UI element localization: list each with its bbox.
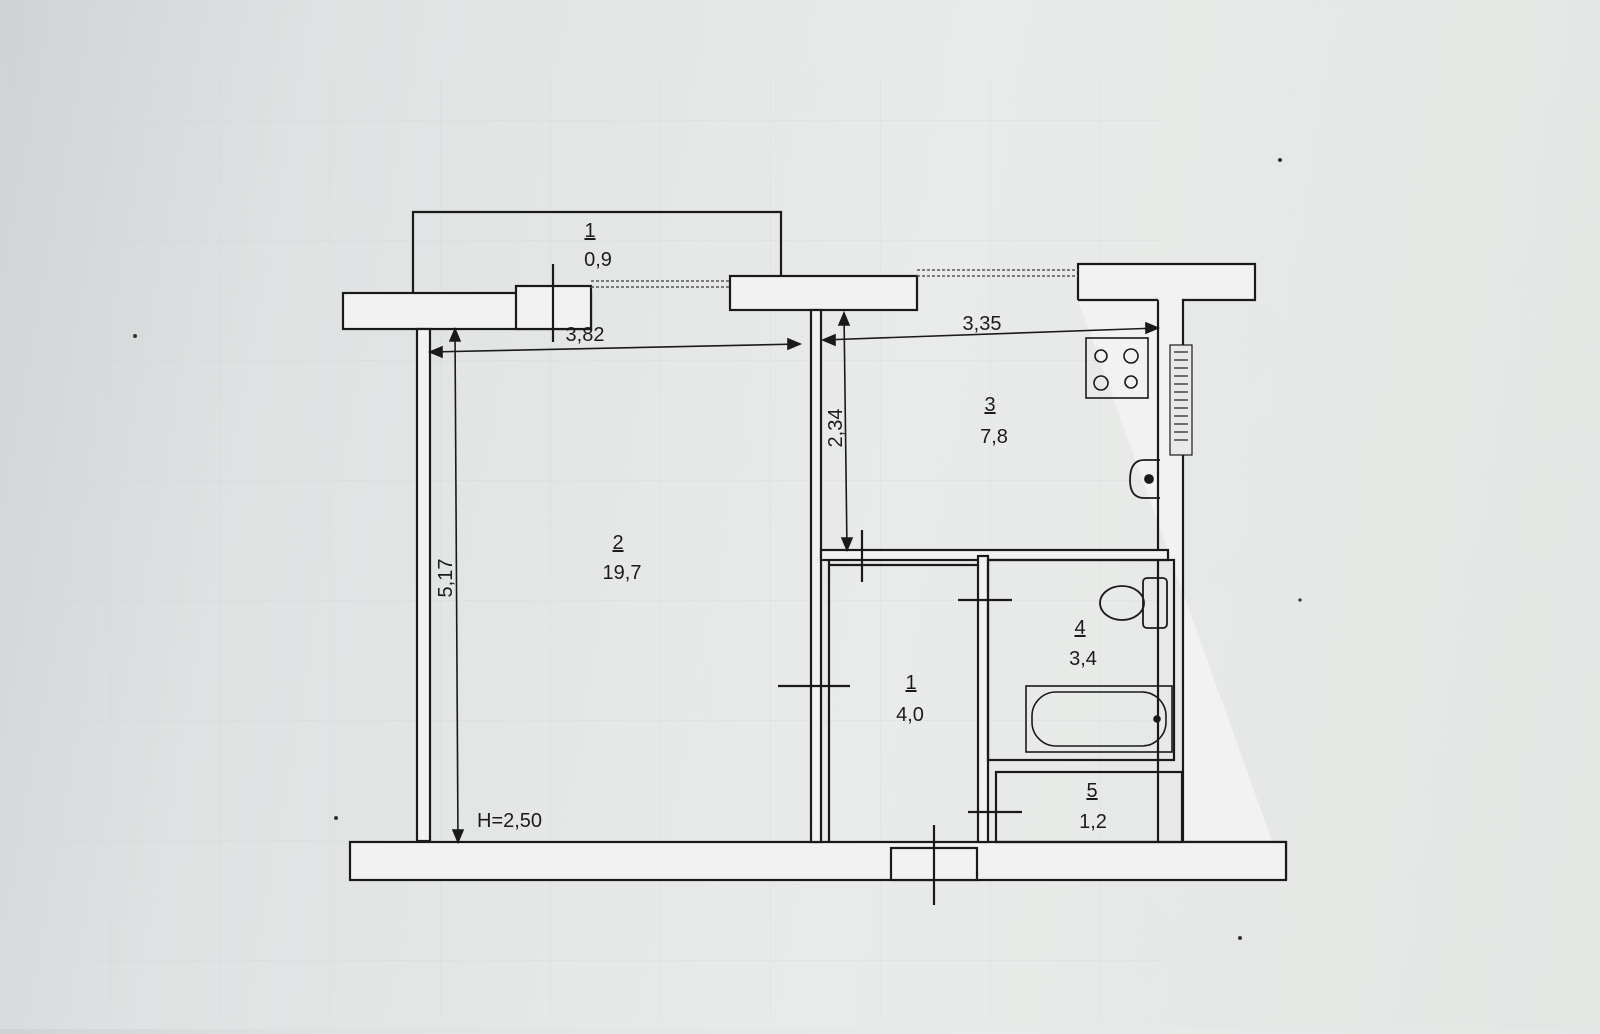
bottom-wall (348, 840, 1288, 882)
ceiling-height: H=2,50 (477, 810, 542, 832)
room-storage-number: 5 (1086, 780, 1097, 802)
kitchen-bottom-wall (819, 548, 1170, 562)
room-balcony-area: 0,9 (584, 249, 612, 271)
window-glazing (591, 269, 1078, 288)
left-wall (415, 327, 432, 843)
arrow-up-icon (448, 326, 462, 342)
room-bathroom-number: 4 (1074, 617, 1085, 639)
dim-line-living-length (454, 328, 459, 843)
room-balcony-number: 1 (584, 220, 595, 242)
stove-icon (1085, 337, 1149, 399)
room-kitchen-area: 7,8 (980, 426, 1008, 448)
dim-living-width: 3,82 (566, 324, 605, 346)
radiator-icon (1169, 344, 1193, 456)
dim-kitchen-length: 2,34 (825, 409, 847, 448)
arrow-right-icon (787, 337, 803, 351)
arrow-down-icon (840, 537, 854, 553)
dim-line-living-width (429, 343, 801, 353)
room-kitchen-number: 3 (984, 394, 995, 416)
top-wall-middle (728, 274, 919, 312)
room-living-area: 19,7 (603, 562, 642, 584)
dim-kitchen-width: 3,35 (963, 313, 1002, 335)
room-bathroom-area: 3,4 (1069, 648, 1097, 670)
room-storage-area: 1,2 (1079, 811, 1107, 833)
toilet-icon (1099, 577, 1168, 629)
dim-line-kitchen-width (822, 327, 1159, 341)
bathroom-outline (986, 558, 1176, 762)
arrow-left-icon (427, 345, 443, 359)
arrow-down-icon (451, 829, 465, 845)
room-hallway-number: 1 (905, 672, 916, 694)
arrow-left-icon (820, 333, 836, 347)
paper-marks (133, 158, 1302, 940)
dim-living-length: 5,17 (435, 559, 457, 598)
arrow-up-icon (837, 310, 851, 326)
balcony-outline (411, 210, 783, 297)
dim-line-kitchen-length (843, 312, 848, 551)
room-living-number: 2 (612, 532, 623, 554)
partition-living (809, 308, 823, 844)
room-hallway-area: 4,0 (896, 704, 924, 726)
arrow-right-icon (1145, 321, 1161, 335)
bathtub-icon (1025, 685, 1173, 753)
storage-outline (994, 770, 1184, 844)
kitchen-sink-icon (1129, 459, 1160, 499)
